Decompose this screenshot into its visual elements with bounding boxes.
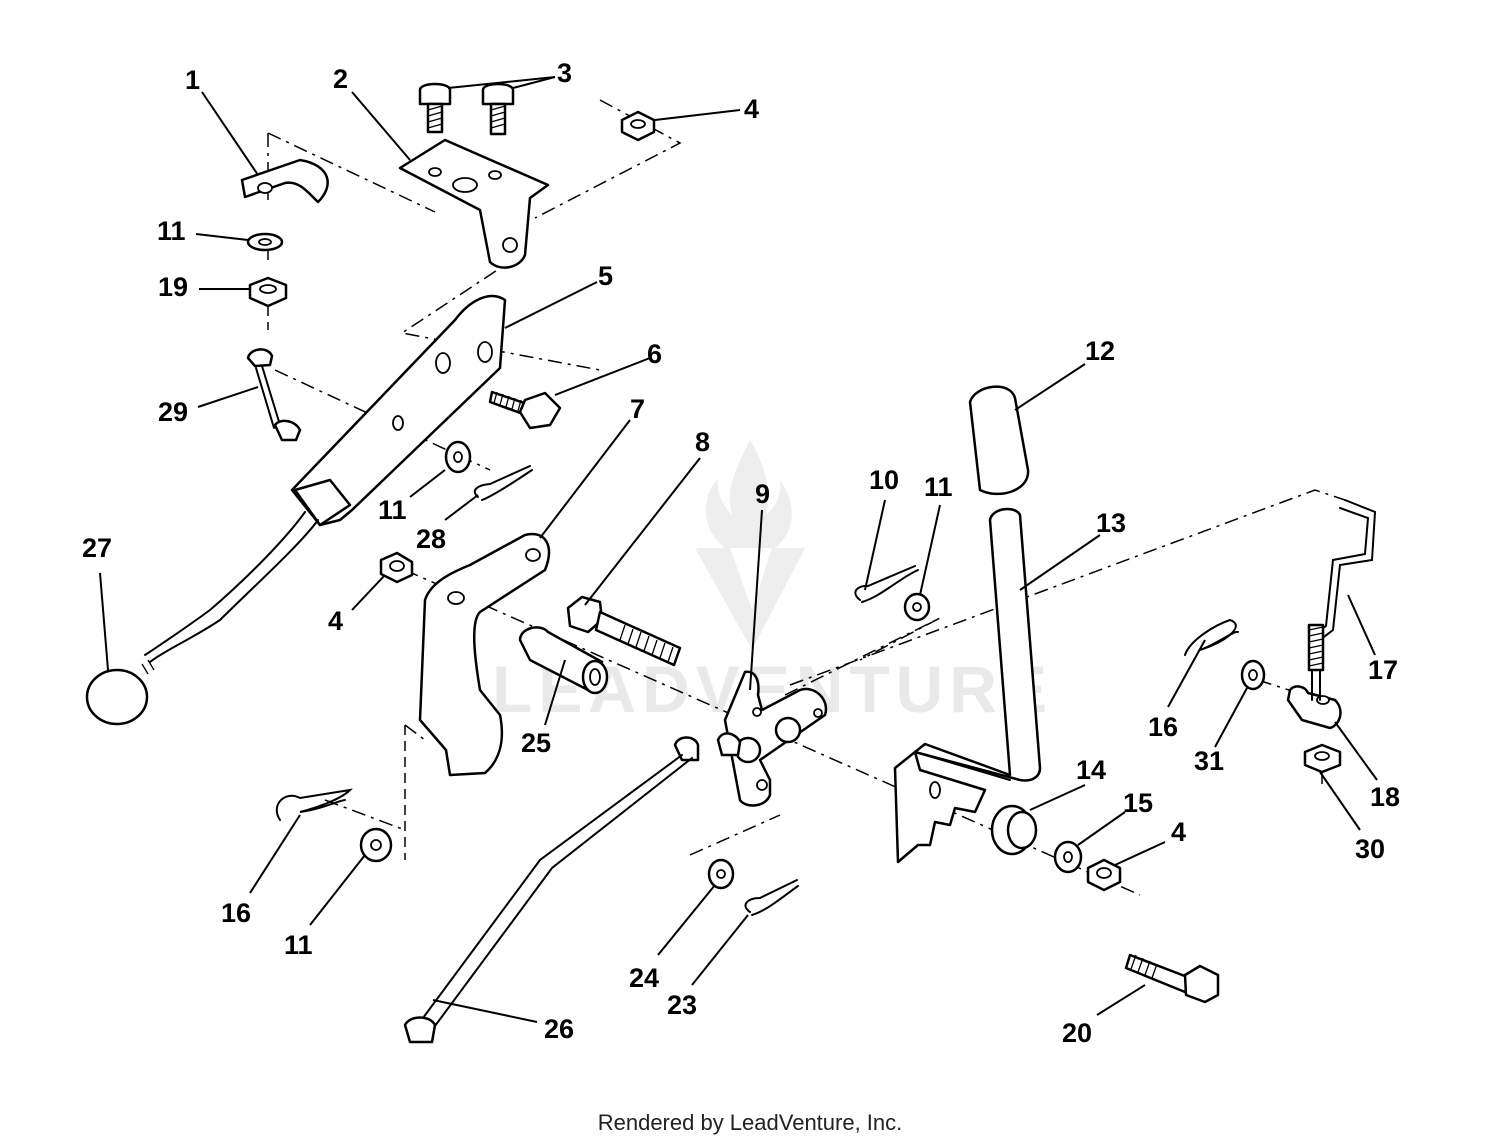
part-23-cotter-pin (744, 879, 799, 916)
callout-14: 14 (1076, 755, 1106, 785)
part-29-link (246, 348, 302, 442)
callout-23: 23 (667, 990, 697, 1020)
callout-25: 25 (521, 728, 551, 758)
watermark-v-icon (695, 548, 805, 650)
callout-20: 20 (1062, 1018, 1092, 1048)
leader-lines (99, 76, 1378, 1023)
callout-28: 28 (416, 524, 446, 554)
part-30-nut (1303, 743, 1342, 774)
callout-16: 16 (221, 898, 251, 928)
callout-6: 6 (647, 339, 662, 369)
callout-4: 4 (328, 606, 343, 636)
part-8-bolt (566, 595, 682, 667)
part-26-lift-rod (403, 736, 700, 1044)
part-7-plate (418, 532, 551, 777)
callout-19: 19 (158, 272, 188, 302)
part-16-hairpin-right (1184, 618, 1239, 656)
assembly-lines (267, 99, 1346, 896)
part-13-lever (893, 507, 1042, 864)
part-4-nut-top (620, 110, 656, 142)
callout-5: 5 (598, 261, 613, 291)
callout-2: 2 (333, 64, 348, 94)
callout-11: 11 (378, 495, 407, 525)
callout-1: 1 (185, 65, 200, 95)
part-4-nut-right (1086, 858, 1122, 892)
callout-7: 7 (630, 394, 645, 424)
part-6-bolt (488, 390, 562, 430)
part-5-arm (141, 294, 507, 675)
part-15-washer (1053, 840, 1083, 874)
callout-11: 11 (924, 472, 953, 502)
callout-12: 12 (1085, 336, 1115, 366)
part-14-bushing (990, 804, 1038, 856)
watermark-flame-icon (705, 440, 792, 548)
callout-4: 4 (1171, 817, 1186, 847)
part-3-bolts (418, 82, 515, 136)
part-11-washer-lower (359, 827, 393, 863)
part-17-rod (1307, 499, 1377, 701)
callout-4: 4 (744, 94, 759, 124)
part-10-cotter-pin (854, 565, 919, 603)
part-1-clip (240, 158, 329, 204)
callout-24: 24 (629, 963, 659, 993)
callout-27: 27 (82, 533, 112, 563)
callout-9: 9 (755, 479, 770, 509)
callout-26: 26 (544, 1014, 574, 1044)
callout-11: 11 (157, 216, 186, 246)
part-16-hairpin-left (275, 788, 353, 821)
part-12-grip (968, 385, 1030, 496)
callout-3: 3 (557, 58, 572, 88)
part-11-washer-right (903, 592, 931, 622)
part-9-pivot-plate (716, 670, 828, 807)
part-11-washer-arm (444, 440, 472, 474)
callout-15: 15 (1123, 788, 1153, 818)
callout-30: 30 (1355, 834, 1385, 864)
part-4-nut-mid (379, 551, 414, 584)
part-24-washer (707, 858, 735, 890)
rendered-by-footer: Rendered by LeadVenture, Inc. (597, 1110, 903, 1135)
callout-labels: 1 2 3 4 11 19 5 29 6 7 11 28 27 4 8 9 10… (82, 58, 1400, 1048)
part-28-cotter-pin (473, 465, 533, 501)
callout-11: 11 (284, 930, 313, 960)
part-11-washer-top (246, 232, 284, 252)
callout-10: 10 (869, 465, 899, 495)
part-2-bracket (398, 138, 550, 269)
part-18-ferrule (1286, 685, 1342, 730)
part-19-nut (248, 276, 288, 308)
part-20-bolt (1124, 953, 1220, 1004)
callout-13: 13 (1096, 508, 1126, 538)
callout-17: 17 (1368, 655, 1398, 685)
callout-8: 8 (695, 427, 710, 457)
part-31-washer (1240, 659, 1266, 691)
callout-31: 31 (1194, 746, 1224, 776)
callout-16: 16 (1148, 712, 1178, 742)
part-27-cap (85, 668, 149, 726)
callout-29: 29 (158, 397, 188, 427)
part-25-spacer (518, 626, 609, 695)
callout-18: 18 (1370, 782, 1400, 812)
